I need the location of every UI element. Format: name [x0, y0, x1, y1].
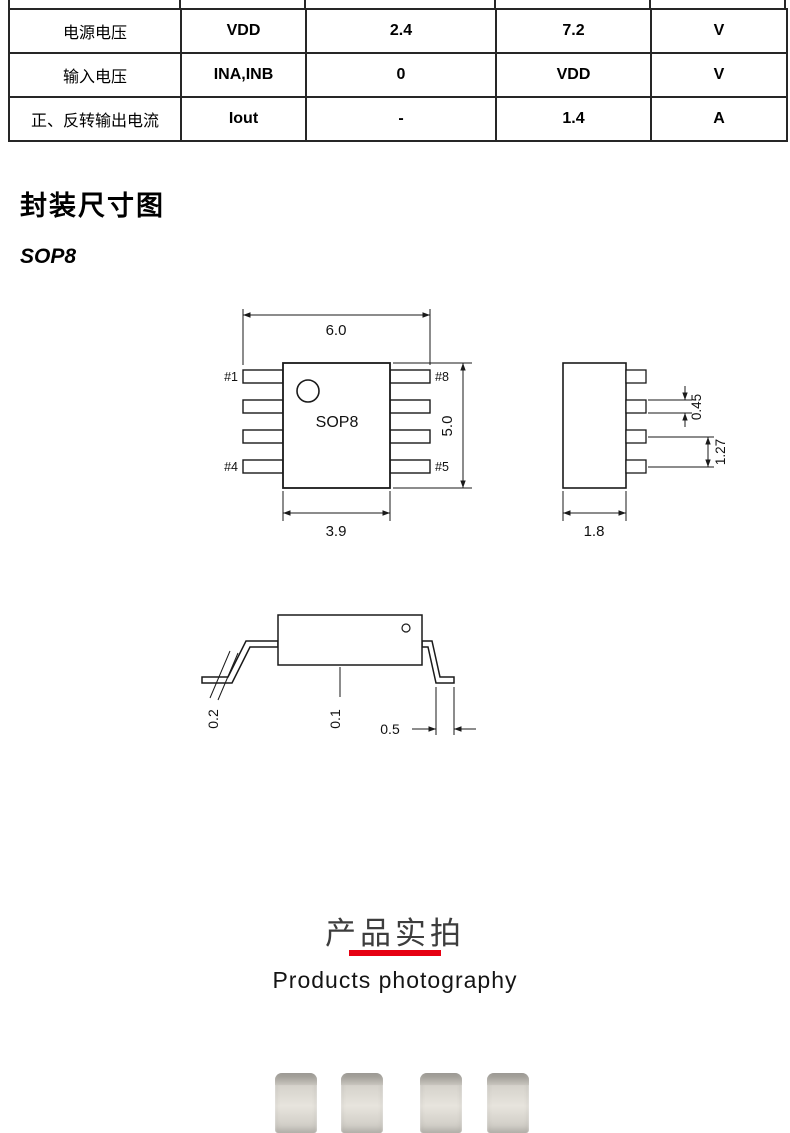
dim-foot-length-label: 0.5	[380, 721, 400, 737]
dim-body-width-label: 3.9	[326, 523, 347, 540]
chip-leads	[420, 1073, 462, 1085]
dim-overall-width-label: 6.0	[326, 322, 347, 339]
table-row: 输入电压 INA,INB 0 VDD V	[8, 52, 788, 98]
product-photo-chip	[487, 1073, 529, 1133]
chip-leads	[341, 1073, 383, 1085]
dimension-arrows	[243, 312, 711, 516]
top-view-pins	[242, 369, 431, 474]
min-cell: 2.4	[305, 8, 497, 54]
pin1-marker-dot	[296, 379, 320, 403]
dim-side-width-label: 1.8	[584, 523, 605, 540]
table-border-stub	[649, 0, 651, 10]
abs-max-ratings-table: 电源电压 VDD 2.4 7.2 V 输入电压 INA,INB 0 VDD V …	[8, 8, 788, 142]
table-border-stub	[304, 0, 306, 10]
package-profile-drawing: 0.2 0.1 0.5	[201, 614, 476, 737]
pin8-label: #8	[435, 370, 449, 384]
product-photo-chip	[420, 1073, 462, 1133]
chip-label: SOP8	[316, 414, 359, 431]
unit-cell: V	[650, 52, 788, 98]
param-cell: 正、反转输出电流	[8, 96, 182, 142]
package-type-label: SOP8	[20, 245, 77, 268]
chip-leads	[487, 1073, 529, 1085]
photo-section-title-cn: 产品实拍	[325, 916, 465, 951]
dim-lead-thickness-label: 0.2	[205, 709, 221, 729]
product-photo-chip	[275, 1073, 317, 1133]
table-border-stub	[784, 0, 786, 10]
max-cell: VDD	[495, 52, 652, 98]
pin5-label: #5	[435, 460, 449, 474]
pin1-label: #1	[224, 370, 238, 384]
max-cell: 7.2	[495, 8, 652, 54]
dim-body-length-label: 5.0	[439, 416, 456, 437]
param-cell: 电源电压	[8, 8, 182, 54]
title-underline	[349, 950, 441, 956]
package-section-heading: 封装尺寸图	[20, 191, 165, 221]
dim-lead-pitch-label: 1.27	[713, 439, 728, 465]
photo-section-title-en: Products photography	[272, 967, 518, 993]
table-row: 正、反转输出电流 Iout - 1.4 A	[8, 96, 788, 142]
dim-standoff-label: 0.1	[327, 709, 343, 729]
profile-dimension-arrows	[428, 726, 462, 732]
unit-cell: A	[650, 96, 788, 142]
max-cell: 1.4	[495, 96, 652, 142]
min-cell: -	[305, 96, 497, 142]
pin4-label: #4	[224, 460, 238, 474]
symbol-cell: INA,INB	[180, 52, 307, 98]
product-photo-chip	[341, 1073, 383, 1133]
side-view	[562, 362, 647, 489]
symbol-cell: VDD	[180, 8, 307, 54]
table-row: 电源电压 VDD 2.4 7.2 V	[8, 8, 788, 54]
profile-dimension-lines	[209, 650, 476, 735]
table-border-stub	[8, 0, 10, 10]
unit-cell: V	[650, 8, 788, 54]
profile-body-and-leads	[201, 614, 455, 684]
table-border-stub	[494, 0, 496, 10]
min-cell: 0	[305, 52, 497, 98]
param-cell: 输入电压	[8, 52, 182, 98]
table-border-stub	[179, 0, 181, 10]
package-dimension-drawing: SOP8 #1 #4 #8 #5	[224, 309, 728, 540]
chip-leads	[275, 1073, 317, 1085]
dim-lead-width-label: 0.45	[689, 394, 704, 420]
symbol-cell: Iout	[180, 96, 307, 142]
